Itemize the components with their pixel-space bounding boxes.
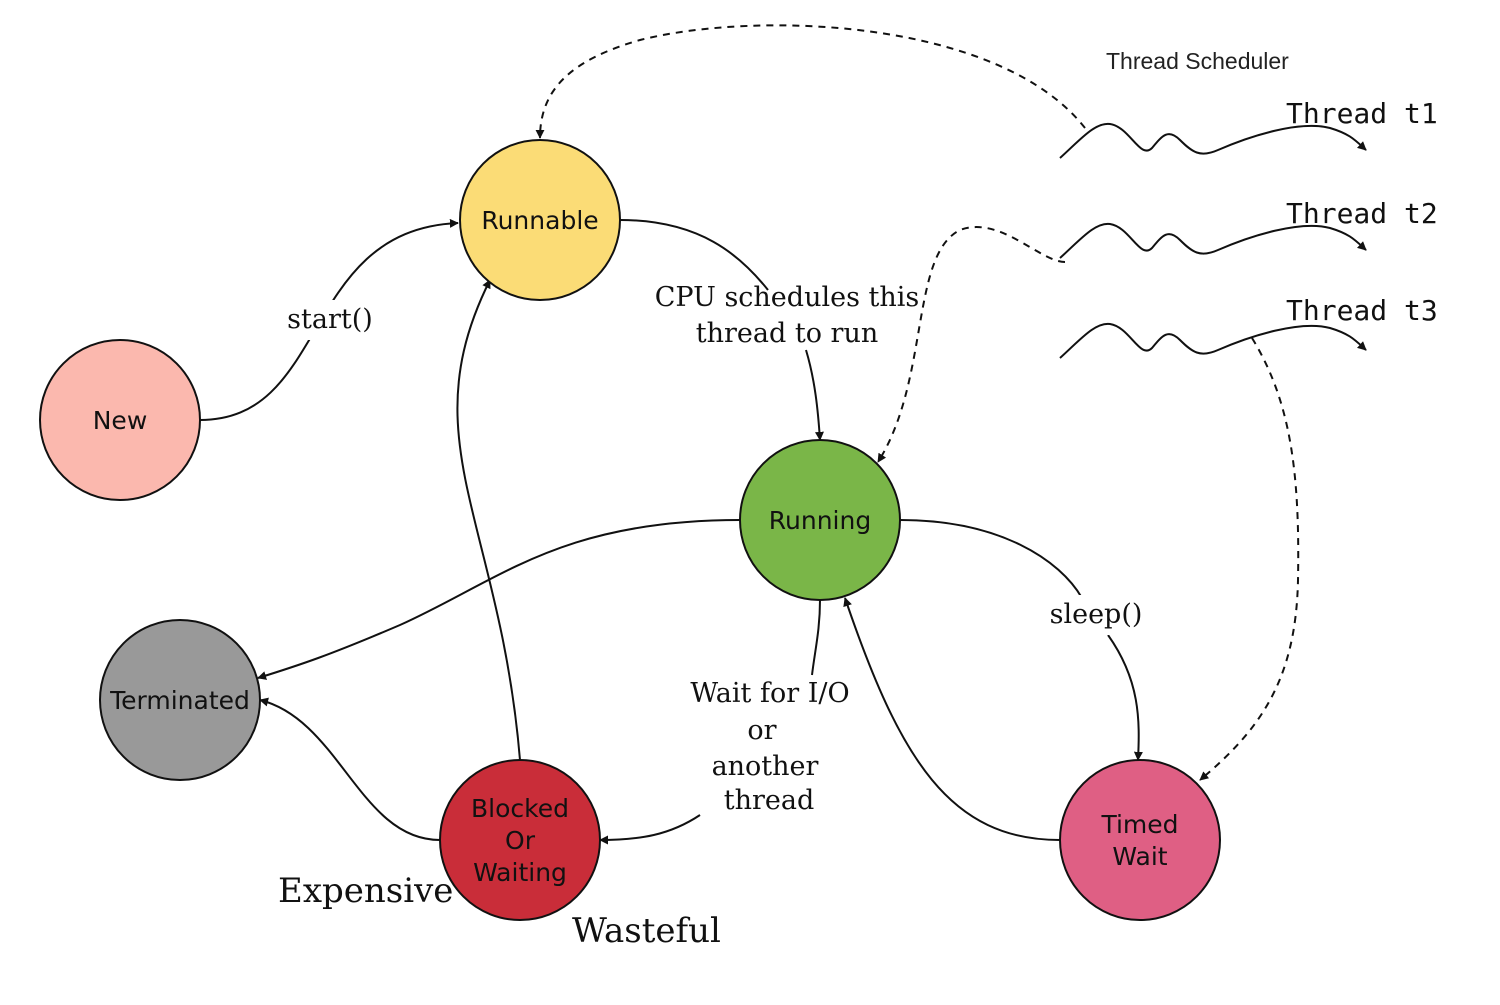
edge-running-to-timed-wait [899,519,1139,760]
sleep-label-bg [1050,595,1142,635]
state-runnable: Runnable [459,139,621,301]
state-blocked-label-line2: Or [505,826,536,855]
cpu-schedules-label-line2: thread to run [696,318,878,349]
state-runnable-label: Runnable [481,206,598,235]
state-timed-wait-circle [1059,759,1221,921]
state-timed-wait: Timed Wait [1059,759,1221,921]
state-terminated-circle [99,619,261,781]
start-label-bg [282,300,380,340]
edge-blocked-to-terminated [259,697,441,841]
state-timed-wait-label-line2: Wait [1112,842,1167,871]
wait-io-label-line1: Wait for I/O [690,678,849,709]
wasteful-annotation: Wasteful [572,911,721,951]
edge-io-to-blocked [599,814,701,845]
wait-io-label-line3: another [712,751,819,782]
state-timed-wait-label-line1: Timed [1100,810,1178,839]
thread-scheduler-title: Thread Scheduler [1106,48,1289,74]
state-new: New [39,339,201,501]
thread-t1-label: Thread t1 [1286,97,1438,130]
thread-t1-squiggle [1059,122,1367,159]
start-label: start() [287,304,373,335]
edge-blocked-to-runnable [456,279,521,761]
thread-t2-squiggle [1059,222,1367,259]
edge-runnable-to-running [619,219,820,440]
state-running: Running [739,439,901,601]
thread-t3-squiggle [1059,322,1367,359]
wait-io-label-line2: or [747,715,776,746]
state-blocked-label-line1: Blocked [471,794,569,823]
edge-timed-wait-to-running [843,597,1061,841]
state-terminated: Terminated [99,619,261,781]
thread-t2-label: Thread t2 [1286,197,1438,230]
state-blocked-circle [439,759,601,921]
dashed-t1-to-runnable [535,24,1086,139]
state-running-circle [739,439,901,601]
cpu-schedules-label-line1: CPU schedules this [655,282,920,313]
thread-t3-label: Thread t3 [1286,294,1438,327]
state-blocked: Blocked Or Waiting [439,759,601,921]
dashed-t2-to-running [877,226,1066,463]
state-runnable-circle [459,139,621,301]
state-running-label: Running [769,506,871,535]
wait-io-label-line4: thread [724,785,815,816]
dashed-t3-to-timed-wait [1199,337,1300,781]
state-new-circle [39,339,201,501]
edge-running-to-blocked [811,599,821,676]
state-new-label: New [93,406,148,435]
state-blocked-label-line3: Waiting [473,858,567,887]
state-terminated-label: Terminated [109,686,250,715]
expensive-annotation: Expensive [278,871,453,911]
sleep-label: sleep() [1050,599,1143,630]
edge-running-to-terminated [257,519,741,680]
